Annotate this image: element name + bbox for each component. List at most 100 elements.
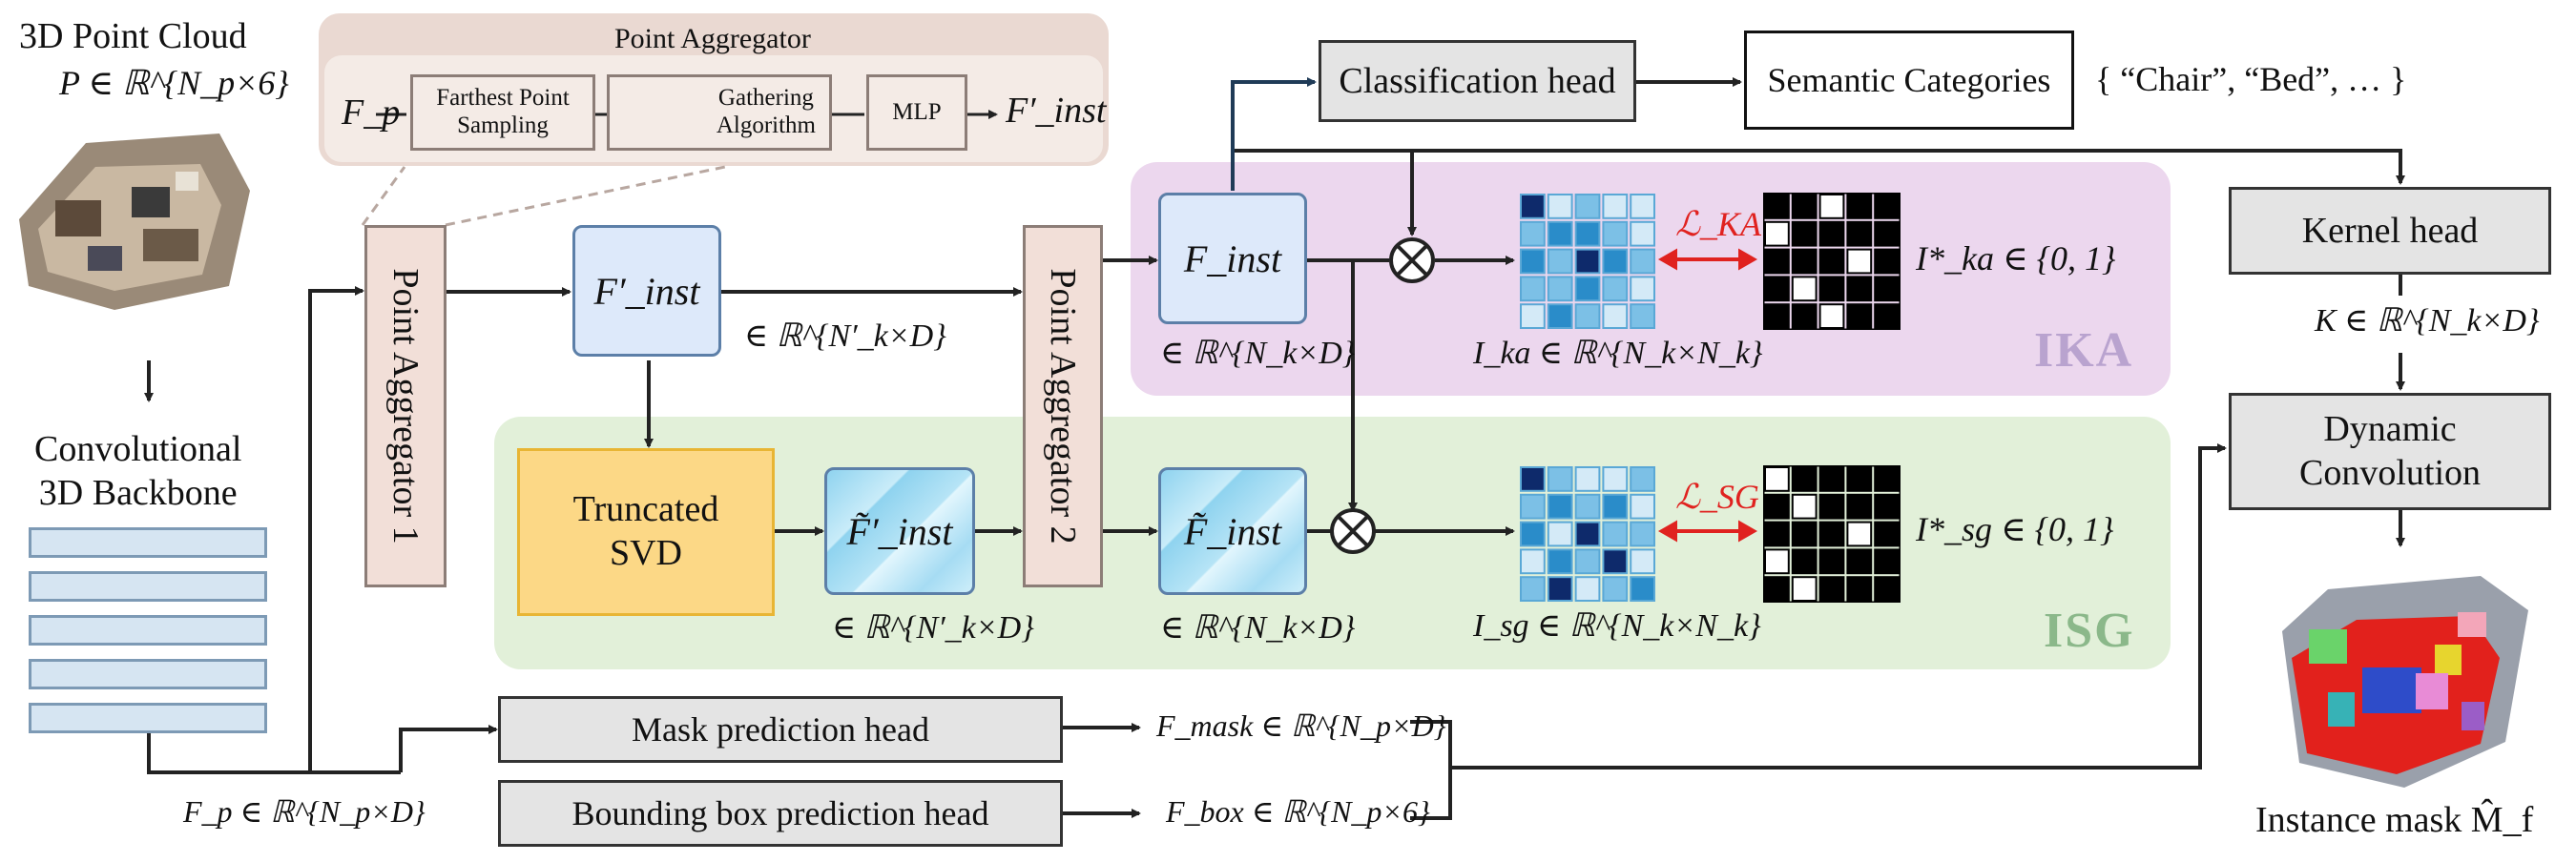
matrix-cell bbox=[1547, 548, 1573, 575]
matrix-cell bbox=[1764, 521, 1790, 547]
f-tilde-inst-prime-box: F̃′_inst bbox=[824, 467, 975, 595]
matrix-cell bbox=[1630, 493, 1655, 520]
i-sg-label: I_sg ∈ ℝ^{N_k×N_k} bbox=[1473, 608, 1761, 644]
matrix-cell bbox=[1846, 466, 1873, 492]
backbone-layer bbox=[29, 615, 267, 646]
matrix-cell bbox=[1818, 466, 1845, 492]
matrix-cell bbox=[1602, 521, 1629, 547]
matrix-cell bbox=[1818, 548, 1845, 575]
matrix-cell bbox=[1630, 576, 1655, 602]
matrix-cell bbox=[1602, 466, 1629, 492]
f-inst-prime-output-label: F′_inst bbox=[1006, 91, 1107, 131]
f-tilde-inst-prime-dim: ∈ ℝ^{N′_k×D} bbox=[832, 610, 1034, 646]
backbone-layer bbox=[29, 571, 267, 602]
mask-prediction-head-box: Mask prediction head bbox=[498, 696, 1063, 763]
gathering-algorithm-box: Gathering Algorithm bbox=[607, 74, 832, 151]
matrix-cell bbox=[1791, 248, 1818, 275]
f-box-label: F_box ∈ ℝ^{N_p×6} bbox=[1166, 794, 1430, 829]
matrix-cell bbox=[1846, 303, 1873, 329]
matrix-cell bbox=[1818, 493, 1845, 520]
point-cloud-formula: P ∈ ℝ^{N_p×6} bbox=[59, 64, 289, 102]
matrix-cell bbox=[1547, 248, 1573, 275]
matrix-cell bbox=[1547, 276, 1573, 302]
matrix-cell bbox=[1630, 548, 1655, 575]
fp-bottom-label: F_p ∈ ℝ^{N_p×D} bbox=[183, 794, 426, 829]
matrix-cell bbox=[1818, 248, 1845, 275]
matrix-cell bbox=[1547, 303, 1573, 329]
matrix-cell bbox=[1630, 194, 1655, 219]
f-inst-box: F_inst bbox=[1158, 193, 1307, 324]
f-inst-prime-dim: ∈ ℝ^{N′_k×D} bbox=[744, 318, 946, 354]
matrix-cell bbox=[1547, 576, 1573, 602]
loss-ka-label: ℒ_KA bbox=[1675, 205, 1761, 243]
matrix-cell bbox=[1846, 276, 1873, 302]
matrix-cell bbox=[1818, 194, 1845, 219]
backbone-layer bbox=[29, 703, 267, 733]
i-sg-matrix bbox=[1519, 465, 1656, 603]
matrix-cell bbox=[1846, 220, 1873, 247]
i-ka-matrix bbox=[1519, 193, 1656, 330]
matrix-cell bbox=[1520, 194, 1546, 219]
backbone-layer bbox=[29, 527, 267, 558]
matrix-cell bbox=[1791, 303, 1818, 329]
matrix-cell bbox=[1630, 466, 1655, 492]
matrix-cell bbox=[1574, 493, 1601, 520]
matrix-cell bbox=[1574, 220, 1601, 247]
f-tilde-inst-dim: ∈ ℝ^{N_k×D} bbox=[1160, 610, 1356, 646]
matrix-cell bbox=[1764, 194, 1790, 219]
matrix-cell bbox=[1520, 248, 1546, 275]
matrix-cell bbox=[1547, 521, 1573, 547]
matrix-cell bbox=[1602, 276, 1629, 302]
matrix-cell bbox=[1520, 303, 1546, 329]
matrix-cell bbox=[1846, 548, 1873, 575]
matrix-cell bbox=[1574, 521, 1601, 547]
point-aggregator-1: Point Aggregator 1 bbox=[364, 225, 447, 587]
matrix-cell bbox=[1630, 521, 1655, 547]
i-sg-star-label: I*_sg ∈ {0, 1} bbox=[1916, 510, 2114, 548]
matrix-cell bbox=[1574, 548, 1601, 575]
matrix-cell bbox=[1846, 194, 1873, 219]
matrix-cell bbox=[1520, 466, 1546, 492]
i-ka-label: I_ka ∈ ℝ^{N_k×N_k} bbox=[1473, 336, 1763, 371]
matrix-cell bbox=[1547, 194, 1573, 219]
bbox-prediction-head-box: Bounding box prediction head bbox=[498, 780, 1063, 847]
matrix-cell bbox=[1791, 548, 1818, 575]
matrix-cell bbox=[1874, 276, 1900, 302]
isg-tag: ISG bbox=[2044, 604, 2135, 658]
f-inst-dim: ∈ ℝ^{N_k×D} bbox=[1160, 336, 1356, 371]
i-sg-star-matrix bbox=[1761, 463, 1902, 605]
matrix-cell bbox=[1574, 303, 1601, 329]
matrix-cell bbox=[1547, 220, 1573, 247]
backbone-layer bbox=[29, 659, 267, 689]
semantic-categories-box: Semantic Categories bbox=[1744, 31, 2074, 130]
matrix-cell bbox=[1874, 303, 1900, 329]
matrix-cell bbox=[1791, 220, 1818, 247]
matrix-cell bbox=[1574, 576, 1601, 602]
matrix-cell bbox=[1630, 303, 1655, 329]
categories-examples: { “Chair”, “Bed”, … } bbox=[2095, 60, 2407, 98]
matrix-cell bbox=[1874, 194, 1900, 219]
kernel-formula: K ∈ ℝ^{N_k×D} bbox=[2315, 303, 2540, 339]
matrix-cell bbox=[1520, 493, 1546, 520]
instance-mask-label: Instance mask M̂_f bbox=[2255, 800, 2534, 840]
matrix-cell bbox=[1520, 220, 1546, 247]
matrix-cell bbox=[1791, 466, 1818, 492]
matrix-cell bbox=[1520, 576, 1546, 602]
matrix-cell bbox=[1791, 493, 1818, 520]
matrix-cell bbox=[1764, 220, 1790, 247]
matrix-cell bbox=[1818, 576, 1845, 602]
matrix-cell bbox=[1764, 248, 1790, 275]
matrix-cell bbox=[1791, 521, 1818, 547]
matrix-cell bbox=[1846, 493, 1873, 520]
fp-input-label: F_p bbox=[342, 92, 401, 133]
matrix-cell bbox=[1547, 466, 1573, 492]
matrix-cell bbox=[1602, 194, 1629, 219]
matrix-cell bbox=[1574, 276, 1601, 302]
matrix-cell bbox=[1602, 493, 1629, 520]
matrix-cell bbox=[1818, 521, 1845, 547]
matrix-cell bbox=[1602, 303, 1629, 329]
matrix-cell bbox=[1818, 220, 1845, 247]
matrix-cell bbox=[1602, 248, 1629, 275]
point-aggregator-2-label: Point Aggregator 2 bbox=[1043, 268, 1083, 544]
